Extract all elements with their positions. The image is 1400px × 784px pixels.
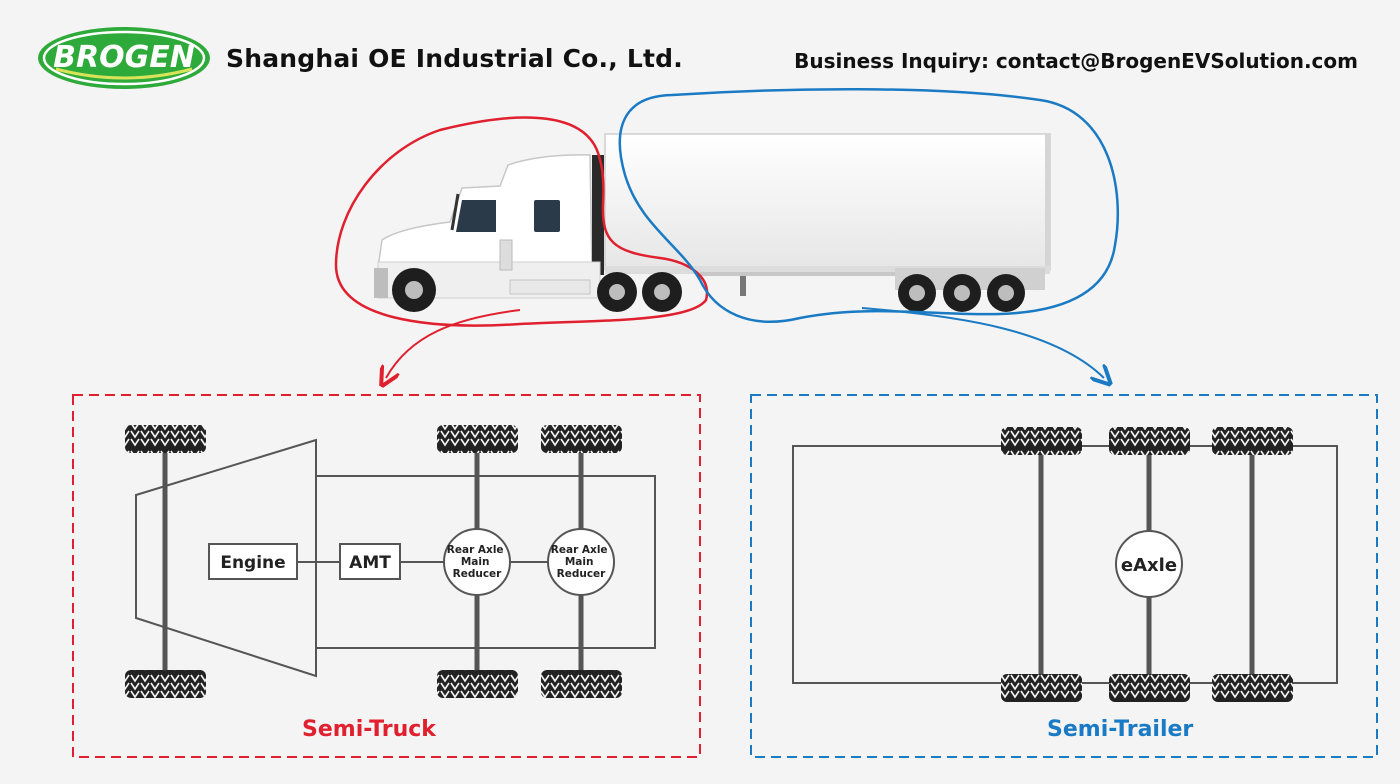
truck-wheel-rear1-top: [437, 425, 518, 453]
semi-trailer-schematic: [792, 440, 1338, 688]
rear-axle-main-reducer-1: Rear Axle Main Reducer: [443, 528, 511, 596]
svg-text:Engine: Engine: [220, 553, 285, 573]
svg-text:AMT: AMT: [349, 553, 391, 573]
trailer-wheel-1-top: [1001, 427, 1082, 455]
engine-box: Engine: [208, 543, 298, 580]
eaxle-node: eAxle: [1115, 530, 1183, 598]
svg-text:BROGEN: BROGEN: [53, 40, 195, 75]
truck-highlight-outline: [334, 116, 709, 327]
semi-trailer-caption: Semi-Trailer: [1047, 717, 1194, 742]
semi-truck-illustration: [374, 133, 1051, 312]
trailer-highlight-outline: [618, 88, 1120, 323]
truck-wheel-front-top: [125, 425, 206, 453]
truck-wheel-front-bottom: [125, 670, 206, 698]
trailer-wheel-3-top: [1212, 427, 1293, 455]
semi-truck-frame: [72, 394, 701, 758]
business-inquiry: Business Inquiry: contact@BrogenEVSoluti…: [794, 49, 1358, 73]
trailer-arrow: [861, 307, 1104, 378]
brogen-logo: BROGEN: [38, 27, 210, 89]
svg-text:Rear Axle Main Red: Rear Axle Main Reducer: [447, 544, 507, 580]
svg-text:Rear Axle Main Red: Rear Axle Main Reducer: [551, 544, 611, 580]
trailer-wheel-2-top: [1109, 427, 1190, 455]
trailer-wheel-1-bottom: [1001, 674, 1082, 702]
truck-wheel-rear1-bottom: [437, 670, 518, 698]
semi-trailer-frame: [750, 394, 1378, 758]
trailer-wheel-3-bottom: [1212, 674, 1293, 702]
svg-text:eAxle: eAxle: [1121, 555, 1177, 576]
company-name: Shanghai OE Industrial Co., Ltd.: [226, 44, 683, 73]
truck-wheels: [125, 425, 622, 698]
trailer-wheel-2-bottom: [1109, 674, 1190, 702]
truck-wheel-rear2-bottom: [541, 670, 622, 698]
truck-arrow: [386, 309, 521, 378]
amt-box: AMT: [339, 543, 401, 580]
trailer-wheels: [1001, 427, 1293, 702]
rear-axle-main-reducer-2: Rear Axle Main Reducer: [547, 528, 615, 596]
truck-wheel-rear2-top: [541, 425, 622, 453]
semi-truck-caption: Semi-Truck: [302, 717, 436, 742]
